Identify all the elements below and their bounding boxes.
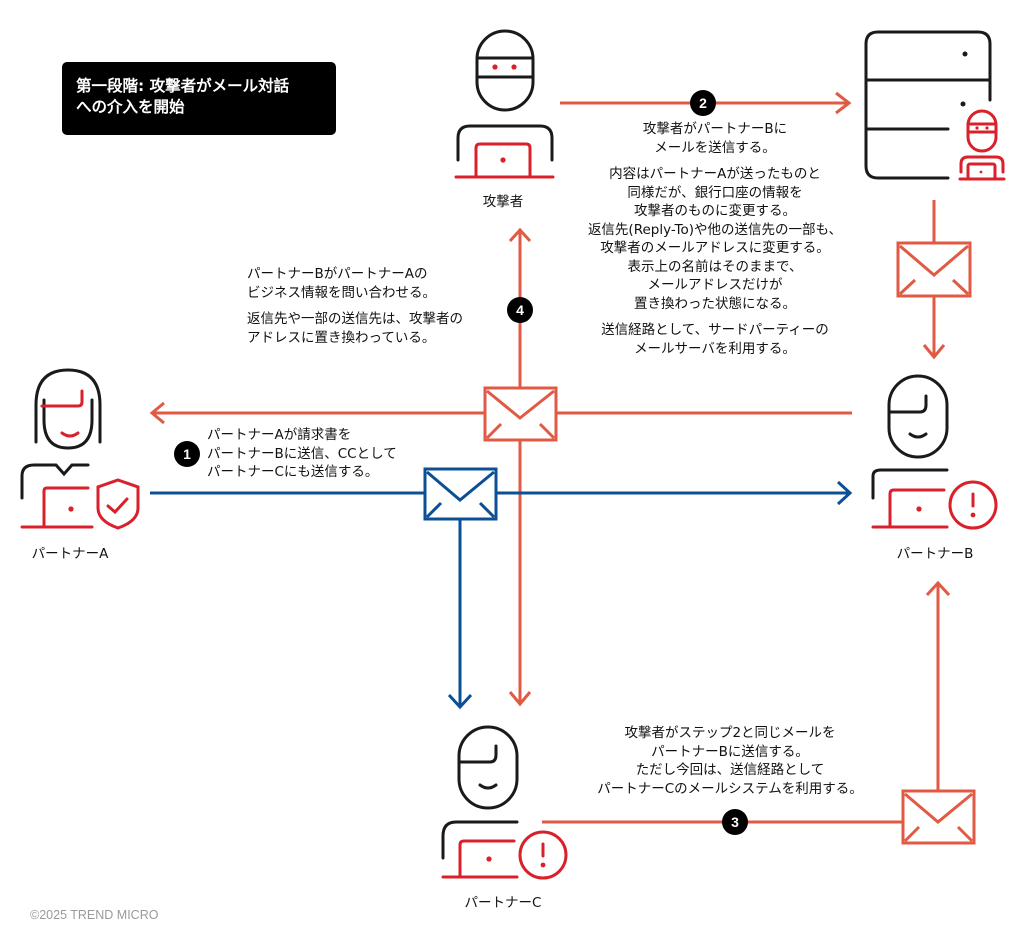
step-badge-3: 3	[722, 809, 748, 835]
partner-c-label: パートナーC	[464, 895, 542, 911]
step-2-line: 内容はパートナーAが送ったものと	[609, 166, 821, 182]
step-2-line: 攻撃者がパートナーBに	[642, 121, 788, 137]
step-1-line: パートナーAが請求書を	[207, 427, 352, 443]
step-2-line: 同様だが、銀行口座の情報を	[627, 184, 803, 201]
copyright-notice: ©2025 TREND MICRO	[30, 908, 159, 922]
step-badge-2: 2	[690, 90, 716, 116]
attacker-label: 攻撃者	[482, 194, 524, 210]
step-2-line: 攻撃者のメールアドレスに変更する。	[600, 240, 830, 256]
step-3-description: 攻撃者がステップ2と同じメールを パートナーBに送信する。 ただし今回は、送信経…	[560, 724, 900, 798]
stage-title: 第一段階: 攻撃者がメール対話 への介入を開始	[62, 62, 336, 135]
step-1-line: パートナーBに送信、CCとして	[207, 445, 397, 462]
partner-b-icon	[871, 374, 998, 530]
step-2-description: 攻撃者がパートナーBに メールを送信する。 内容はパートナーAが送ったものと 同…	[555, 120, 875, 358]
partner-a-label: パートナーA	[31, 546, 109, 562]
step-4-line: ビジネス情報を問い合わせる。	[247, 284, 436, 301]
step-3-line: 攻撃者がステップ2と同じメールを	[624, 725, 836, 741]
stage-title-line2: への介入を開始	[76, 98, 185, 116]
flow-partner-b-to-partner-a	[149, 401, 852, 425]
partner-c-icon	[441, 725, 568, 880]
step-2-line: 攻撃者のものに変更する。	[634, 203, 796, 219]
step-3-line: パートナーBに送信する。	[651, 743, 809, 760]
flow-server-to-partner-b	[922, 200, 946, 360]
envelope-icon	[483, 386, 558, 442]
flow-cc-to-partner-c	[447, 519, 473, 710]
step-4-line: パートナーBがパートナーAの	[247, 266, 428, 282]
step-3-line: ただし今回は、送信経路として	[635, 762, 825, 778]
envelope-icon	[901, 789, 976, 845]
envelope-icon	[896, 241, 972, 298]
envelope-icon	[423, 467, 498, 521]
flow-partner-a-to-partner-b	[150, 480, 853, 506]
step-1-description: パートナーAが請求書を パートナーBに送信、CCとして パートナーCにも送信する…	[207, 426, 397, 482]
partner-a-icon	[20, 368, 140, 530]
step-2-line: 返信先(Reply-To)や他の送信先の一部も、	[587, 221, 843, 238]
step-2-line: 送信経路として、サードパーティーの	[601, 322, 829, 338]
partner-b-label: パートナーB	[896, 546, 974, 562]
step-badge-1: 1	[174, 441, 200, 467]
step-2-line: 置き換わった状態になる。	[634, 295, 796, 312]
stage-title-line1: 第一段階: 攻撃者がメール対話	[76, 77, 290, 95]
attacker-icon	[454, 29, 555, 179]
step-4-line: 返信先や一部の送信先は、攻撃者の	[247, 311, 463, 327]
compromised-server-icon	[864, 30, 1006, 181]
step-badge-4: 4	[507, 297, 533, 323]
step-2-line: 表示上の名前はそのままで、	[627, 258, 803, 275]
step-3-line: パートナーCのメールシステムを利用する。	[597, 780, 863, 797]
step-2-line: メールアドレスだけが	[647, 277, 783, 293]
step-4-line: アドレスに置き換わっている。	[247, 329, 436, 346]
step-1-line: パートナーCにも送信する。	[207, 464, 379, 480]
step-2-line: メールを送信する。	[654, 139, 776, 156]
step-2-line: メールサーバを利用する。	[634, 340, 796, 357]
step-4-description: パートナーBがパートナーAの ビジネス情報を問い合わせる。 返信先や一部の送信先…	[247, 265, 463, 347]
